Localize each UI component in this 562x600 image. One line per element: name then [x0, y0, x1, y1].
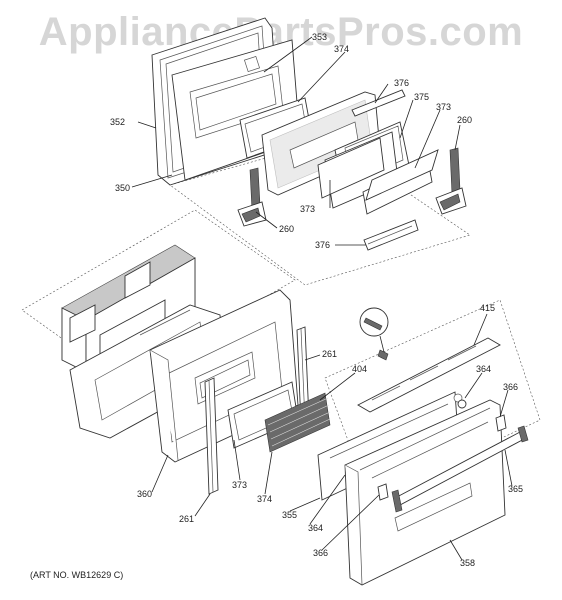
- leader-lines: [131, 36, 513, 561]
- callout-labels: 353 374 376 375 373 260 352 350 373 260 …: [110, 32, 523, 568]
- callout-352: 352: [110, 117, 125, 127]
- callout-373: 373: [232, 480, 247, 490]
- spacer-364: [457, 399, 467, 409]
- end-cap-366-left: [377, 483, 389, 501]
- door-handle-365: [391, 425, 529, 513]
- callout-260: 260: [279, 224, 294, 234]
- callout-358: 358: [460, 558, 475, 568]
- screw: [359, 307, 389, 361]
- callout-375: 375: [414, 92, 429, 102]
- callout-366: 366: [503, 382, 518, 392]
- callout-366: 366: [313, 548, 328, 558]
- bracket-261-left: [204, 377, 219, 495]
- callout-374: 374: [334, 44, 349, 54]
- callout-376: 376: [394, 78, 409, 88]
- callout-373: 373: [436, 102, 451, 112]
- callout-376: 376: [315, 240, 330, 250]
- screen-404: [264, 392, 331, 453]
- callout-350: 350: [115, 183, 130, 193]
- callout-374: 374: [257, 494, 272, 504]
- lower-left-plane: [21, 209, 296, 381]
- window-rail-376-upper: [351, 89, 406, 117]
- outer-door-358: [344, 399, 506, 586]
- callout-373: 373: [300, 204, 315, 214]
- vent-trim-415: [357, 337, 501, 413]
- callout-355: 355: [282, 510, 297, 520]
- callout-364: 364: [308, 523, 323, 533]
- callout-260: 260: [457, 115, 472, 125]
- art-number: (ART NO. WB12629 C): [30, 570, 124, 580]
- window-rail-376-lower: [363, 219, 419, 251]
- end-cap-366-right: [495, 414, 507, 432]
- callout-364: 364: [476, 364, 491, 374]
- callout-261: 261: [179, 514, 194, 524]
- glass-panel-373-right: [362, 149, 439, 215]
- callout-365: 365: [508, 484, 523, 494]
- callout-360: 360: [137, 489, 152, 499]
- hinge-260-right: [435, 147, 467, 215]
- callout-404: 404: [352, 364, 367, 374]
- callout-353: 353: [312, 32, 327, 42]
- window-frame-374-lower: [227, 381, 299, 449]
- callout-415: 415: [480, 303, 495, 313]
- callout-261: 261: [322, 349, 337, 359]
- hinge-260-left: [237, 167, 267, 227]
- glass-panel-373-left: [317, 137, 385, 199]
